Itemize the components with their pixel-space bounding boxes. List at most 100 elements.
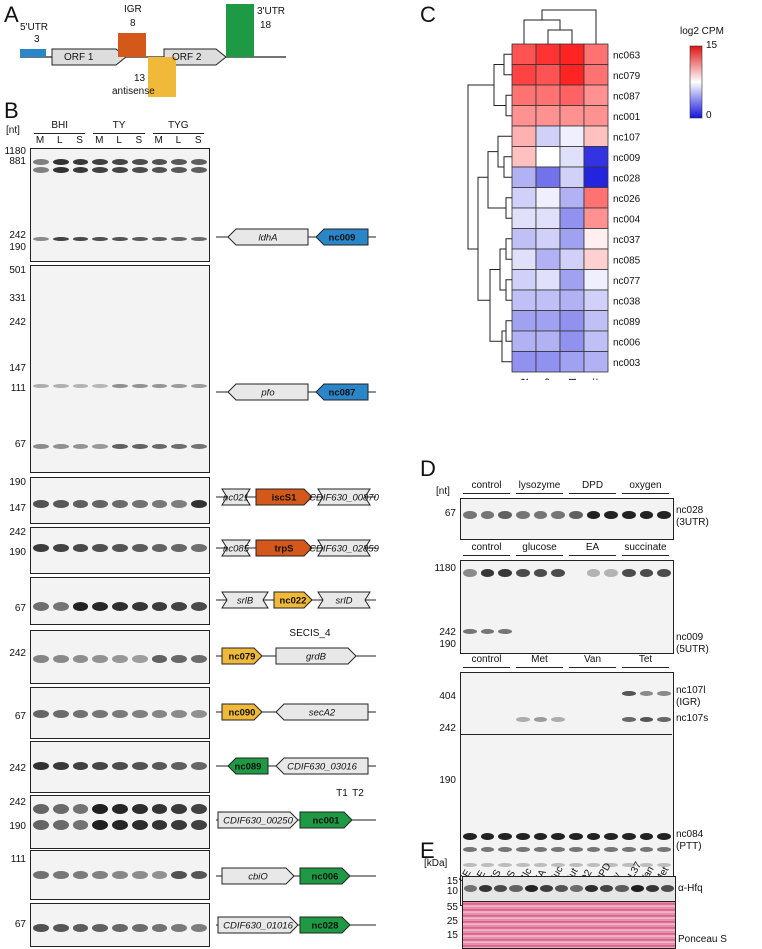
heatmap-cell: [535, 228, 561, 250]
blot-band: [33, 384, 49, 388]
gene-arrow: [299, 811, 353, 829]
blot-band: [657, 833, 671, 840]
blot-band: [191, 871, 207, 879]
size-marker: 242: [439, 723, 456, 734]
blot-band: [639, 511, 654, 519]
size-marker: 190: [9, 477, 26, 488]
blot-band: [639, 691, 654, 696]
gene-arrow: [315, 228, 369, 246]
heatmap-row-label: nc026: [613, 194, 641, 205]
utr3-bar: [226, 4, 254, 57]
blot-band: [112, 237, 128, 241]
heatmap-row-label: nc077: [613, 276, 641, 287]
blot-band: [33, 820, 49, 830]
condition-label: succinate: [624, 542, 667, 553]
gene-arrow: [315, 383, 369, 401]
blot-band: [112, 871, 128, 879]
size-marker: 67: [14, 603, 26, 614]
gene-arrow: [217, 916, 299, 934]
blot-band: [72, 710, 89, 718]
size-marker: 1180: [434, 563, 456, 574]
col-dendrogram: [547, 29, 573, 44]
heatmap-cell: [535, 248, 561, 270]
blot-band: [33, 655, 49, 663]
gene-arrow: [255, 539, 313, 557]
gene-arrow: [227, 757, 269, 775]
heatmap-cell: [535, 310, 561, 332]
heatmap-row-label: nc079: [613, 71, 641, 82]
blot-label: α-Hfq: [678, 883, 703, 894]
blot-band: [112, 500, 128, 508]
northern-blot: [30, 527, 210, 574]
heatmap-cell: [583, 330, 609, 352]
blot-band: [586, 569, 601, 577]
heatmap-cell: [511, 105, 537, 127]
blot-band: [131, 924, 148, 932]
row-dendrogram: [505, 238, 512, 260]
blot-band: [171, 500, 188, 508]
heatmap-col-label: GF: [592, 378, 603, 380]
blot-band: [464, 885, 478, 892]
gene-arrow: [221, 703, 263, 721]
western-blot: [462, 876, 676, 902]
heatmap-cell: [559, 207, 585, 229]
blot-label: nc028 (3UTR): [676, 505, 709, 528]
blot-band: [72, 804, 89, 814]
blot-band: [171, 384, 188, 388]
condition-label: control: [471, 654, 502, 665]
northern-blot: [30, 148, 210, 262]
heatmap-cell: [535, 269, 561, 291]
blot-band: [131, 820, 148, 830]
row-dendrogram: [467, 84, 494, 250]
blot-band: [516, 863, 530, 867]
northern-blot: [460, 560, 674, 654]
blot-band: [33, 804, 49, 814]
heatmap-cell: [511, 248, 537, 270]
utr3-label: 3'UTR: [257, 6, 286, 17]
blot-band: [479, 885, 493, 892]
heatmap-cell: [559, 84, 585, 106]
condition-label: Van: [583, 654, 602, 665]
heatmap-cell: [559, 187, 585, 209]
ponceau-stain: [462, 901, 676, 949]
blot-band: [92, 804, 109, 814]
blot-band: [131, 544, 148, 552]
blot-band: [191, 237, 207, 241]
condition-label: DPD: [581, 480, 604, 491]
heatmap-row-label: nc028: [613, 173, 641, 184]
blot-band: [112, 159, 128, 165]
gene-arrow: [299, 867, 351, 885]
condition-label: lysozyme: [518, 480, 561, 491]
blot-band: [72, 924, 89, 932]
blot-band: [112, 544, 128, 552]
gene-label: nc006: [312, 872, 339, 883]
heatmap-cell: [535, 330, 561, 352]
heatmap-cell: [535, 84, 561, 106]
heatmap-row-label: nc063: [613, 50, 641, 61]
blot-band: [639, 847, 654, 852]
blot-band: [72, 500, 89, 508]
heatmap-cell: [583, 351, 609, 373]
condition-bracket: [34, 133, 86, 134]
blot-band: [191, 544, 207, 552]
blot-band: [516, 717, 530, 722]
blot-band: [480, 847, 495, 852]
blot-band: [570, 885, 584, 892]
blot-band: [131, 871, 148, 879]
blot-label: nc009 (5UTR): [676, 632, 709, 655]
blot-band: [72, 444, 89, 449]
blot-band: [52, 167, 69, 173]
blot-band: [191, 804, 207, 814]
size-marker: 67: [14, 439, 26, 450]
condition-bracket: [463, 493, 510, 494]
condition-label: oxygen: [629, 480, 662, 491]
blot-band: [92, 384, 109, 388]
heatmap-cell: [583, 289, 609, 311]
blot-band: [131, 762, 148, 770]
heatmap-cell: [511, 228, 537, 250]
lane-label: S: [76, 135, 83, 146]
size-marker: 242: [9, 797, 26, 808]
igr-count: 8: [130, 18, 136, 29]
heatmap-cell: [559, 125, 585, 147]
blot-band: [52, 159, 69, 165]
